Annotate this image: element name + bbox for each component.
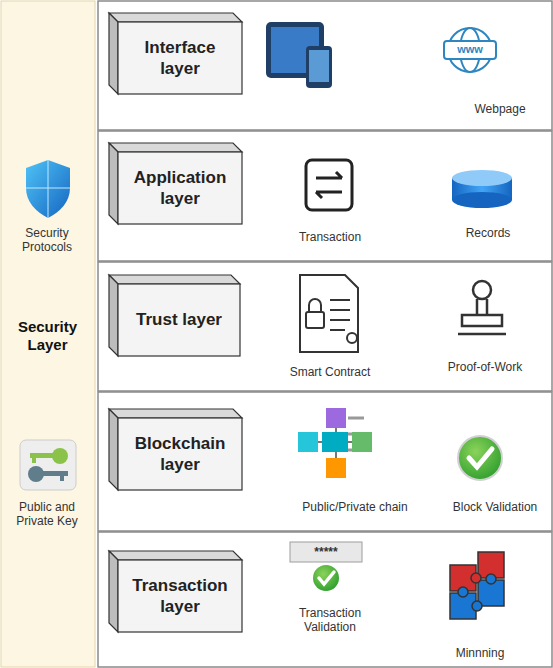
layer-name: Application layer <box>126 167 234 210</box>
icon-caption: Security Protocols <box>2 226 92 255</box>
icon-caption: Smart Contract <box>275 365 385 379</box>
icon-caption: Webpage <box>455 102 545 116</box>
icon-caption: ***** <box>293 545 359 559</box>
layer-name: Interface layer <box>126 37 234 80</box>
row-outlines <box>98 1 552 667</box>
stamp-icon <box>458 281 506 334</box>
security-band-ground <box>1 1 95 667</box>
key-icon <box>20 440 76 490</box>
icon-caption: Transaction <box>280 230 380 244</box>
layer-box: Trust layer <box>118 284 240 356</box>
layer-box: Application layer <box>118 152 242 224</box>
band-title: Security Layer <box>0 318 95 354</box>
check-icon <box>458 436 502 480</box>
layer-name: Blockchain layer <box>126 433 234 476</box>
layer-box: Interface layer <box>118 22 242 94</box>
device-icon <box>266 22 332 88</box>
shield-icon <box>26 160 70 218</box>
icon-caption: Minnning <box>435 646 525 660</box>
layer-box: Blockchain layer <box>118 418 242 490</box>
layer-name: Transaction layer <box>126 575 234 618</box>
icon-caption: Public and Private Key <box>2 500 92 529</box>
icon-caption: Proof-of-Work <box>435 360 535 374</box>
icon-caption: Records <box>448 226 528 240</box>
password-icon <box>290 542 362 591</box>
icon-caption: Block Validation <box>438 500 552 514</box>
chain-icon <box>298 408 372 478</box>
puzzle-icon <box>450 552 504 619</box>
globe-icon <box>444 28 496 72</box>
transaction-icon <box>306 160 352 210</box>
icon-caption: Public/Private chain <box>290 500 420 514</box>
icon-caption: www <box>446 43 494 56</box>
layer-name: Trust layer <box>136 309 222 330</box>
layer-box: Transaction layer <box>118 560 242 632</box>
contract-icon <box>300 275 358 352</box>
icon-caption: Transaction Validation <box>275 606 385 635</box>
security-band: Security Layer <box>0 0 95 668</box>
records-icon <box>452 170 512 208</box>
